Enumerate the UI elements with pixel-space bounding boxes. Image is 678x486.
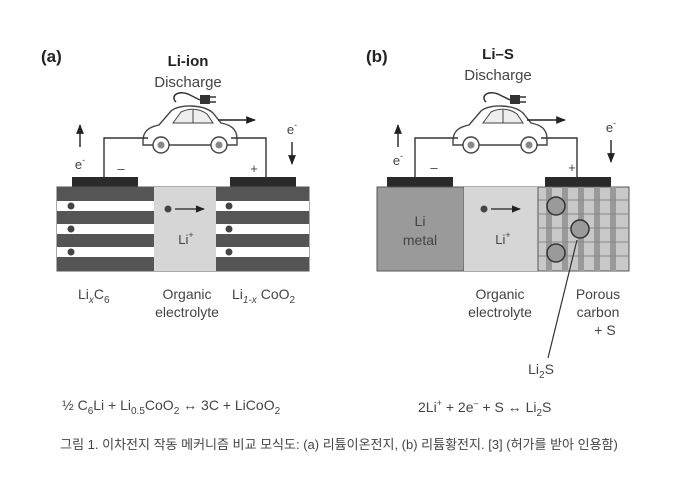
electrolyte-label-b-1: Organic: [475, 286, 524, 302]
cathode-coo2: [216, 187, 309, 271]
anode-text-2: metal: [403, 232, 437, 248]
panel-b-plus: +: [568, 160, 576, 175]
li2s-callout: Li2S: [528, 361, 554, 381]
anode-terminal: [387, 177, 453, 187]
electrolyte-label-a-2: electrolyte: [155, 304, 219, 320]
anode-text-1: Li: [415, 213, 426, 229]
panel-a-subtitle: Discharge: [154, 74, 222, 91]
anode-label: LixC6: [78, 286, 110, 306]
li2s-callout-line: [547, 239, 578, 359]
panel-a-plus: +: [250, 161, 258, 176]
panel-b-tag: (b): [366, 47, 388, 66]
panel-b-title: Li–S: [482, 46, 514, 63]
cathode-terminal: [230, 177, 296, 187]
panel-b: (b) Li–S Discharge e- e- – + Li metal Li…: [366, 46, 630, 419]
electrolyte-a: [154, 187, 216, 271]
equation-b: 2Li+ + 2e– + S ↔ Li2S: [418, 398, 551, 419]
panel-b-e-left: e-: [393, 151, 403, 168]
panel-b-e-right: e-: [606, 118, 616, 135]
cathode-terminal: [545, 177, 611, 187]
equation-a: ½ C6Li + Li0.5CoO2 ↔ 3C + LiCoO2: [62, 397, 281, 417]
anode-graphite: [57, 187, 154, 271]
panel-a-title: Li-ion: [168, 53, 209, 70]
li-metal-anode: [376, 186, 465, 272]
panel-a-e-right: e-: [287, 120, 297, 137]
cathode-label-b-1: Porous: [576, 286, 620, 302]
panel-a-e-left: e-: [75, 155, 85, 172]
panel-a-ion: Li+: [178, 230, 193, 247]
electrolyte-b: [464, 187, 538, 271]
electrolyte-label-b-2: electrolyte: [468, 304, 532, 320]
cathode-label-a: Li1-x CoO2: [232, 286, 296, 306]
electrolyte-label-a-1: Organic: [162, 286, 211, 302]
panel-a-tag: (a): [41, 47, 62, 66]
panel-a-minus: –: [117, 161, 125, 176]
cathode-label-b-3: + S: [594, 322, 615, 338]
car-icon: [142, 91, 238, 154]
car-icon: [452, 91, 548, 154]
panel-b-subtitle: Discharge: [464, 67, 532, 84]
porous-carbon-cathode: [537, 186, 630, 272]
panel-b-minus: –: [430, 160, 438, 175]
figure-caption: 그림 1. 이차전지 작동 메커니즘 비교 모식도: (a) 리튬이온전지, (…: [60, 437, 618, 452]
panel-a: (a) Li-ion Discharge e- e- – +: [41, 47, 310, 417]
cathode-label-b-2: carbon: [577, 304, 620, 320]
anode-terminal: [72, 177, 138, 187]
panel-b-ion: Li+: [495, 230, 510, 247]
